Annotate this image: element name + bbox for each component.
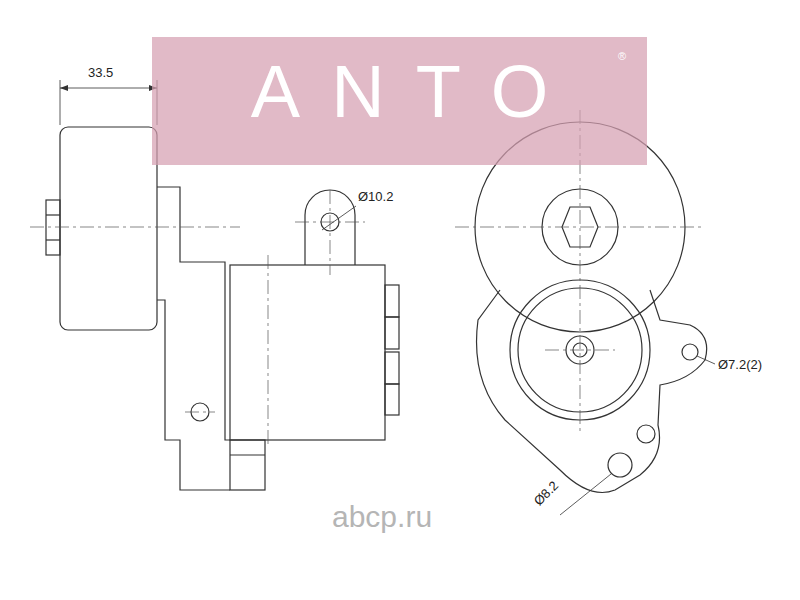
dimension-label: Ø8.2	[530, 477, 563, 510]
dimension-label: Ø10.2	[356, 190, 395, 205]
brand-name: ANTO	[152, 55, 647, 129]
dimension-label: Ø7.2(2)	[716, 358, 764, 373]
registered-mark: ®	[618, 51, 626, 62]
dimension-label: 33.5	[86, 66, 115, 81]
watermark-banner: ANTO®	[152, 37, 647, 165]
watermark-text: abcp.ru	[330, 500, 434, 535]
